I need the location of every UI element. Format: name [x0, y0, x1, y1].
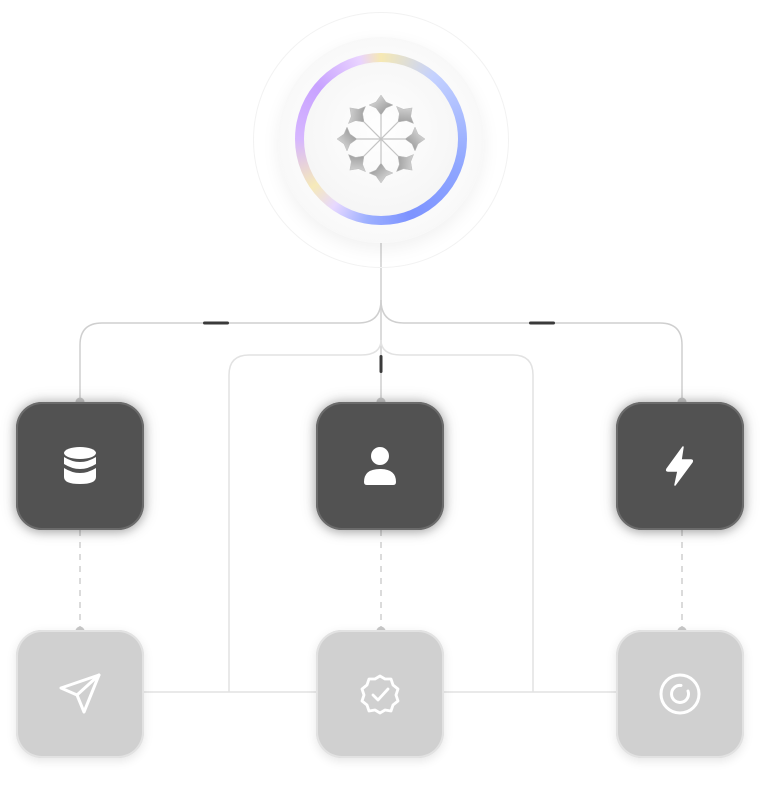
user-icon [363, 446, 397, 486]
send-node[interactable] [16, 630, 144, 758]
verified-badge-icon [358, 672, 402, 716]
branch-left-line [79, 299, 382, 402]
flow-pulse-center [379, 355, 383, 373]
flow-pulse-right [529, 321, 555, 325]
verified-node[interactable] [316, 630, 444, 758]
lightning-node[interactable] [616, 402, 744, 530]
flow-pulse-left [203, 321, 229, 325]
refresh-icon [657, 671, 703, 717]
user-node[interactable] [316, 402, 444, 530]
hub-outer-halo [253, 12, 509, 268]
lightning-bolt-icon [664, 446, 696, 486]
send-icon [57, 672, 103, 716]
branch-right-line [380, 299, 683, 402]
sparkle-cluster-icon [329, 87, 433, 191]
database-icon [63, 447, 97, 485]
database-node[interactable] [16, 402, 144, 530]
refresh-node[interactable] [616, 630, 744, 758]
hub-node[interactable] [304, 62, 458, 216]
inner-bracket-line [228, 339, 534, 692]
